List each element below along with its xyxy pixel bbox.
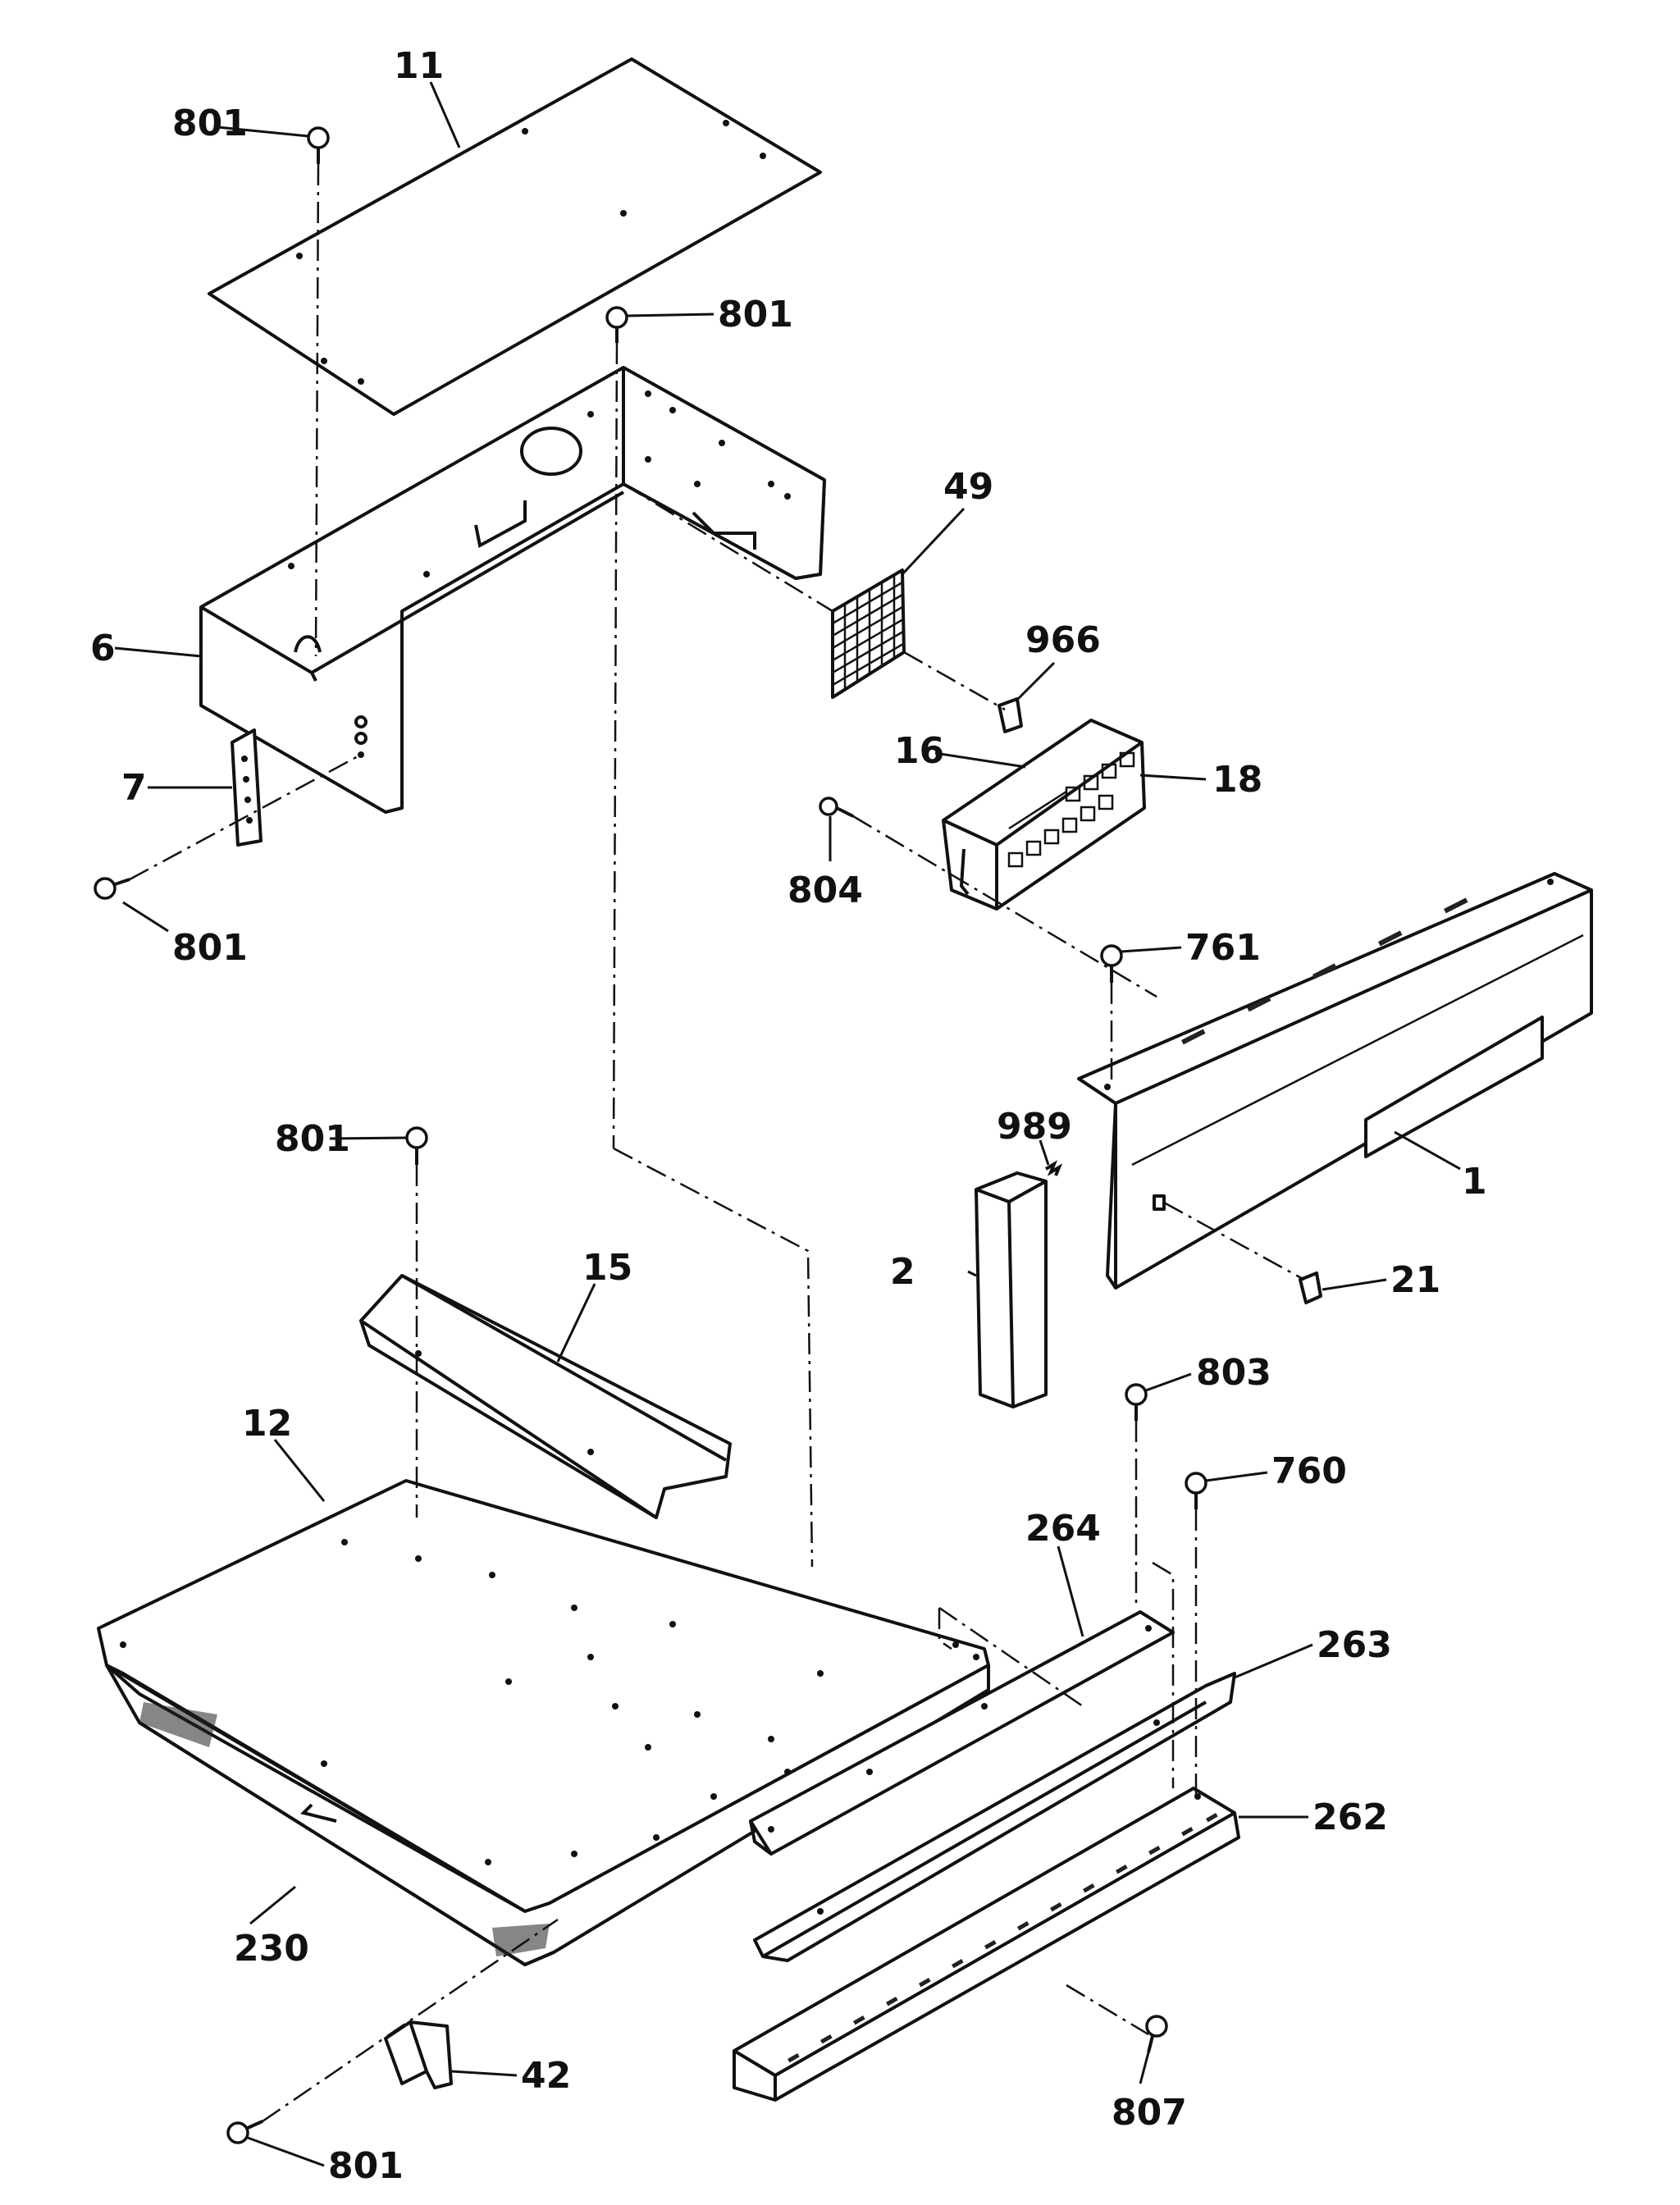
part-6-frame [199,366,826,814]
part-1-backguard [1077,872,1593,1290]
screw-760 [1185,1472,1208,1509]
label-16: 16 [894,730,944,772]
label-42: 42 [521,2055,571,2097]
label-801-top: 801 [172,103,248,144]
label-230: 230 [234,1928,309,1970]
label-801-center: 801 [275,1118,350,1160]
screw-761 [1100,944,1123,983]
label-966: 966 [1025,619,1101,661]
callout-labels: 11 801 801 49 966 6 7 16 18 804 761 801 … [90,45,1487,2187]
screw-801-center [405,1126,428,1165]
label-18: 18 [1212,759,1262,801]
part-49-mesh [831,568,906,699]
label-760: 760 [1271,1450,1347,1492]
label-803: 803 [1196,1352,1271,1394]
label-262: 262 [1312,1796,1388,1838]
screw-807 [1145,2015,1168,2053]
label-761: 761 [1185,927,1261,969]
label-11: 11 [394,45,444,87]
label-804: 804 [788,870,863,911]
part-263-duct [753,1672,1236,1962]
label-2: 2 [890,1251,915,1293]
label-801-left: 801 [172,927,248,969]
screw-801-left [94,877,130,900]
screw-801-bottom [226,2120,263,2144]
label-7: 7 [121,767,147,809]
label-263: 263 [1317,1624,1392,1666]
label-15: 15 [582,1247,632,1289]
screw-803 [1125,1383,1148,1421]
label-12: 12 [242,1403,292,1445]
screw-804 [819,797,854,818]
assembly-lines [129,163,1305,2123]
label-264: 264 [1025,1508,1101,1550]
label-807: 807 [1112,2092,1187,2134]
part-2-endcap [975,1171,1048,1408]
part-11-top-cover [208,57,822,416]
label-1: 1 [1462,1161,1487,1203]
label-989: 989 [997,1106,1072,1148]
label-21: 21 [1390,1259,1440,1301]
part-230-trim [105,1664,990,1967]
screws [94,126,1208,2144]
part-12-base [97,1479,990,1913]
part-21-clip [1299,1271,1322,1304]
part-15-channel [359,1274,732,1519]
screw-801-top [307,126,330,164]
label-49: 49 [943,466,993,508]
part-7-bracket [231,728,262,847]
part-262-grille [733,1787,1240,2102]
label-801-mid: 801 [718,294,793,336]
part-16-control-board [942,719,1146,911]
leader-lines [114,81,1461,2167]
part-42-bracket [384,2020,453,2089]
screw-801-mid [605,306,628,343]
label-801-bottom: 801 [328,2145,404,2187]
part-966-clip [998,697,1023,733]
label-6: 6 [90,628,116,669]
part-989-clip [1044,1160,1063,1176]
